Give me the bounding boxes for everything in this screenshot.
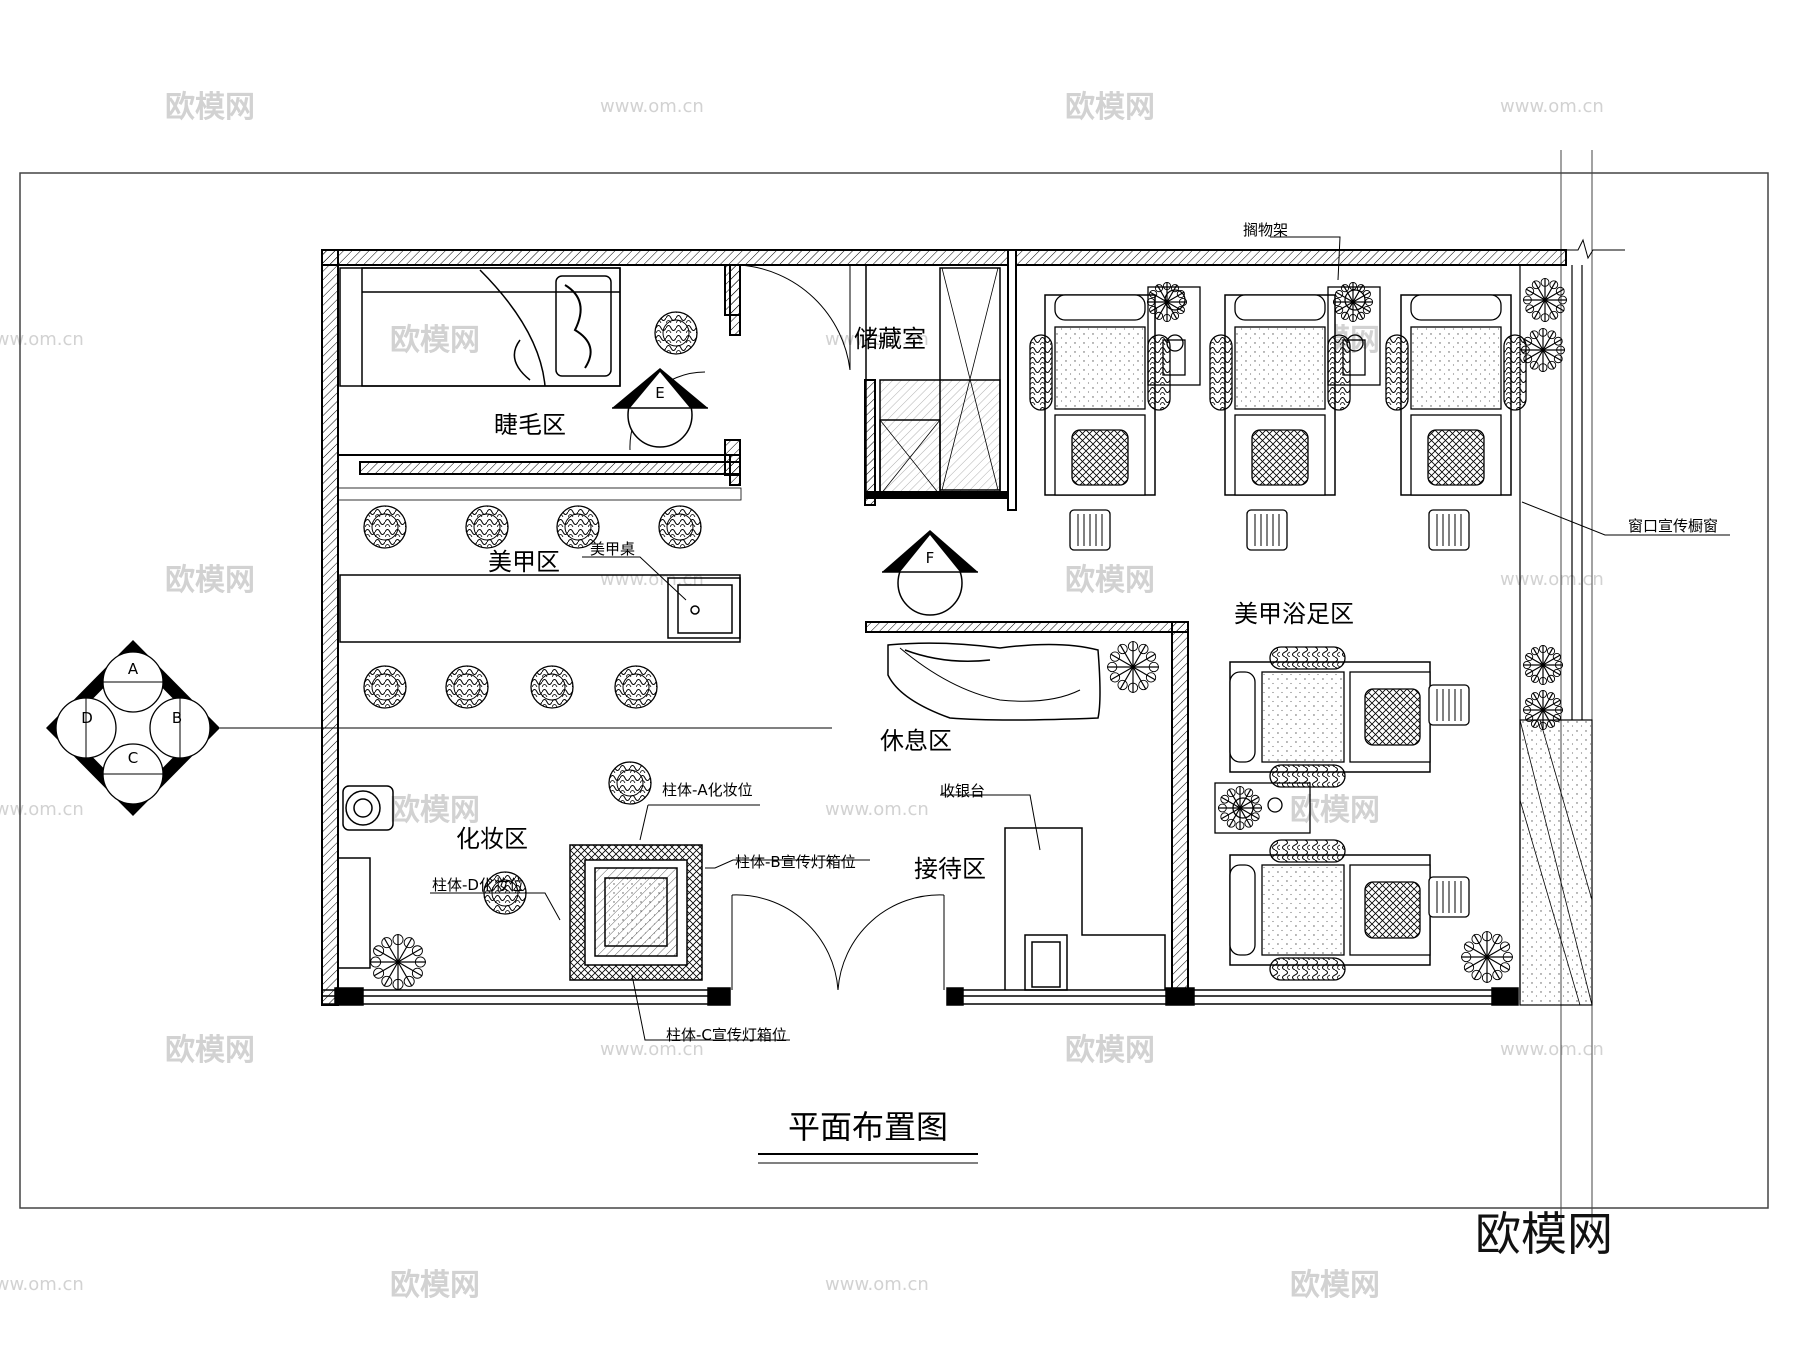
room-label-nail-foot: 美甲浴足区 [1234, 600, 1354, 628]
round-chair [658, 505, 702, 549]
cashier-counter [1004, 827, 1166, 991]
stool [1069, 509, 1111, 551]
watermark-logo: 欧模网 [165, 1033, 255, 1068]
storage-room [865, 264, 1009, 499]
pedicure-chair [1209, 294, 1351, 496]
section-marker-abcd: A B C D [46, 640, 832, 816]
round-chair [556, 505, 600, 549]
marker-f-label: F [926, 549, 935, 567]
watermark-logo: 欧模网 [390, 323, 480, 358]
room-label-lounge: 休息区 [880, 727, 952, 755]
side-tables [1147, 286, 1381, 834]
note-window-display: 窗口宣传橱窗 [1628, 517, 1718, 535]
round-chair [363, 665, 407, 709]
eyelash-bed [339, 267, 621, 387]
room-label-reception: 接待区 [914, 855, 986, 883]
elevation-marker-f: F [882, 530, 978, 616]
watermark-logo: 欧模网 [165, 563, 255, 598]
drawing-frame [19, 172, 1769, 1209]
round-chair [608, 761, 652, 805]
pedicure-chairs-side [1229, 646, 1431, 981]
watermark-url: www.om.cn [1500, 1039, 1604, 1060]
watermark-logo: 欧模网 [1065, 563, 1155, 598]
watermark-logo: 欧模网 [1290, 1268, 1380, 1303]
room-label-storage: 储藏室 [854, 325, 926, 353]
round-chair [445, 665, 489, 709]
room-label-nails: 美甲区 [488, 548, 560, 576]
bottom-wall [322, 987, 1519, 1006]
pedicure-chair [1385, 294, 1527, 496]
watermark-url: www.om.cn [1500, 569, 1604, 590]
plant [1217, 785, 1263, 831]
watermark-url: www.om.cn [1500, 96, 1604, 117]
plant [1107, 641, 1159, 693]
round-chair [614, 665, 658, 709]
drawing-title: 平面布置图 [788, 1108, 948, 1146]
round-chair [363, 505, 407, 549]
watermark-logo: 欧模网 [390, 793, 480, 828]
pedicure-chair [1029, 294, 1171, 496]
compass-d-label: D [81, 709, 93, 727]
note-shelf: 搁物架 [1243, 221, 1288, 239]
stool [1428, 684, 1470, 726]
marker-e-label: E [655, 384, 664, 402]
watermark-url: www.om.cn [825, 329, 929, 350]
plant [1522, 689, 1564, 731]
eyelash-partition [338, 264, 851, 476]
compass-b-label: B [172, 709, 182, 727]
plant [1520, 327, 1566, 373]
watermark-url: www.om.cn [600, 569, 704, 590]
watermark-logo: 欧模网 [390, 1268, 480, 1303]
watermark-url: www.om.cn [0, 799, 84, 820]
watermark-url: www.om.cn [0, 1274, 84, 1295]
plant [1461, 931, 1513, 983]
watermark-logo: 欧模网 [1290, 793, 1380, 828]
watermark-url: www.om.cn [0, 329, 84, 350]
room-label-makeup: 化妆区 [456, 825, 528, 853]
note-pillar-c: 柱体-C宣传灯箱位 [666, 1026, 787, 1044]
pedicure-chairs-top-row [1029, 294, 1527, 496]
watermark-logo: 欧模网 [1065, 1033, 1155, 1068]
note-nail-table: 美甲桌 [590, 540, 635, 558]
watermark-url: www.om.cn [600, 1039, 704, 1060]
window-display-case [1519, 265, 1593, 1006]
brand-logo-text: 欧模网 [1475, 1207, 1613, 1261]
stool [1428, 876, 1470, 918]
watermark-url: www.om.cn [600, 96, 704, 117]
round-chair [530, 665, 574, 709]
plant [370, 934, 426, 990]
nail-desk [337, 487, 742, 643]
break-line [1540, 238, 1625, 260]
plant [1522, 644, 1564, 686]
round-chair [465, 505, 509, 549]
note-pillar-a: 柱体-A化妆位 [662, 781, 753, 799]
plant [1332, 281, 1374, 323]
plants [370, 277, 1568, 990]
makeup-furniture [337, 785, 703, 981]
room-label-eyelash: 睫毛区 [494, 411, 566, 439]
compass-a-label: A [128, 660, 139, 678]
pedicure-chair [1229, 646, 1431, 788]
lounge-sofa [887, 642, 1101, 721]
pedicure-chair [1229, 839, 1431, 981]
round-chair [654, 311, 698, 355]
note-pillar-d: 柱体-D化妆位 [432, 876, 524, 894]
entrance-doors [731, 894, 945, 991]
elevation-marker-e: E [612, 368, 708, 448]
watermark-logo: 欧模网 [1065, 90, 1155, 125]
stool [1246, 509, 1288, 551]
stools [1069, 509, 1470, 918]
watermark-url: www.om.cn [825, 1274, 929, 1295]
plant [1522, 277, 1568, 323]
note-cashier: 收银台 [940, 782, 985, 800]
leader-lines [430, 236, 1730, 1041]
watermark-url: www.om.cn [825, 799, 929, 820]
plant [1146, 281, 1188, 323]
compass-c-label: C [128, 749, 138, 767]
note-pillar-b: 柱体-B宣传灯箱位 [735, 853, 856, 871]
stool [1428, 509, 1470, 551]
watermark-logo: 欧模网 [165, 90, 255, 125]
